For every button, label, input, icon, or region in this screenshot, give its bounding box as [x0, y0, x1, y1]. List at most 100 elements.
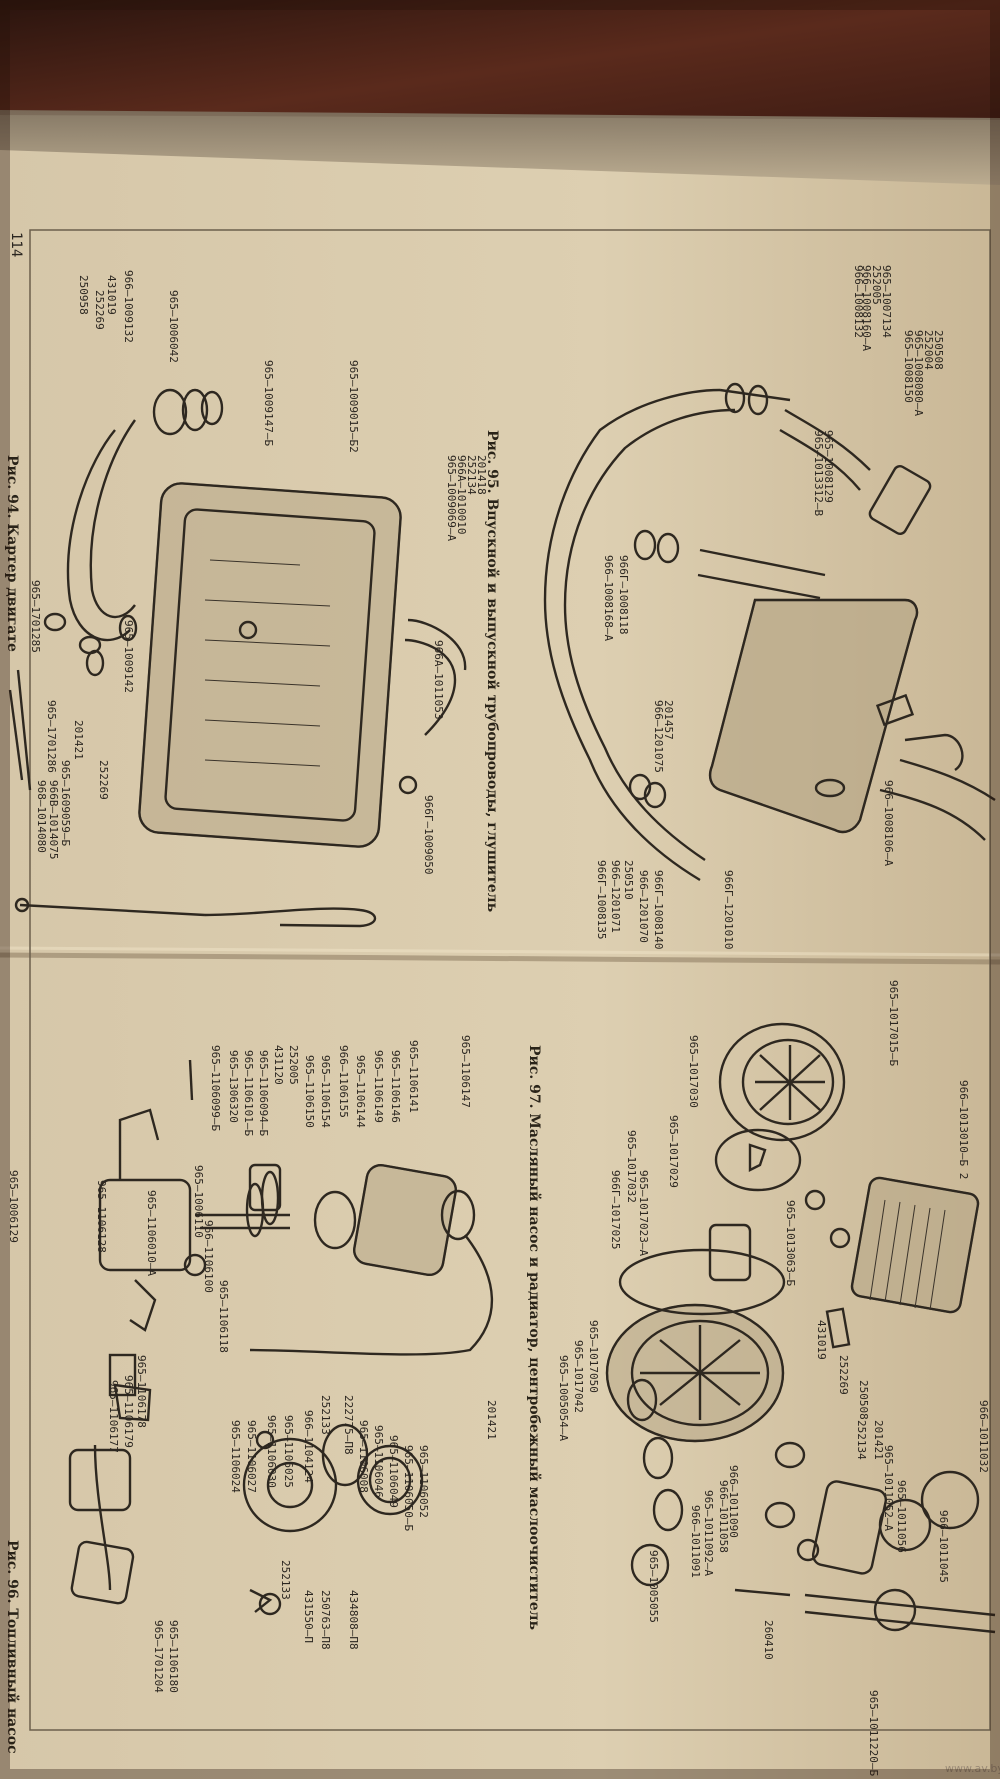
fig97-part-label: 252134 [855, 1420, 868, 1460]
fig96-part-label: 965—1106146 [389, 1050, 402, 1123]
fig95-part-label: 250508 [932, 330, 945, 370]
fig95-part-label: 201418 [475, 455, 488, 495]
fig96-part-label: 434808—П8 [347, 1590, 360, 1650]
fig96-label-group: 965—1106147 965—1106141 965—1106146 965—110… [7, 1035, 498, 1693]
fig94-part-label: 966—1009132 [122, 270, 135, 343]
fig97-part-label: 965—1011092—А [702, 1490, 715, 1576]
fig97-label-group: 966—1013010—Б 2 965—1017015—Б 965—1017030 9… [557, 980, 990, 1776]
fig94-caption: Рис. 94. Картер двигате [4, 455, 20, 652]
fig94-part-label: 431019 [105, 275, 118, 315]
fig94-part-label: 250958 [77, 275, 90, 315]
fig96-part-label: 965—1106024 [229, 1420, 242, 1493]
fig97-part-label: 965—1017029 [667, 1115, 680, 1188]
fig96-part-label: 965—1106144 [354, 1055, 367, 1128]
fig97-drawing [605, 1022, 996, 1634]
fig96-part-label: 252133 [279, 1560, 292, 1600]
fig97-part-label: 965—1011220—Б [867, 1690, 880, 1776]
fig96-part-label: 965—1106141 [407, 1040, 420, 1113]
fig97-part-label: 965—1005055 [647, 1550, 660, 1623]
fig97-part-label: 965—1005054—А [557, 1355, 570, 1441]
fig97-part-label: 965—1013063—Б [784, 1200, 797, 1286]
fig95-part-label: 966—1201071 [609, 860, 622, 933]
fig95-part-label: 252005 [870, 265, 883, 305]
fig97-part-label: 965—1017042 [572, 1340, 585, 1413]
book-page [0, 110, 1000, 1779]
page-number: 114 [8, 232, 24, 257]
fig96-part-label: 965—1106147 [459, 1035, 472, 1108]
fig97-part-label: 260410 [762, 1620, 775, 1660]
fig96-part-label: 965—1701204 [152, 1620, 165, 1693]
fig94-part-label: 252269 [97, 760, 110, 800]
fig96-part-label: 965—1106178 [135, 1355, 148, 1428]
fig96-part-label: 965—1106046 [372, 1425, 385, 1498]
fig96-part-label: 965—1106050—Б [402, 1445, 415, 1531]
fig96-part-label: 966—1106155 [337, 1045, 350, 1118]
fig96-part-label: 201421 [485, 1400, 498, 1440]
fig95-part-label: 966А—1010010 [455, 455, 468, 534]
fig97-part-label: 965—1017030 [687, 1035, 700, 1108]
fig95-part-label: 966—1008168—А [602, 555, 615, 641]
fig97-part-label: 201421 [872, 1420, 885, 1460]
fig95-part-label: 966Г—1008140 [652, 870, 665, 949]
fig95-drawing [543, 382, 996, 882]
fig97-part-label: 965—1017023—А [637, 1170, 650, 1256]
watermark: www.av.by [945, 1762, 1000, 1775]
fig95-part-label: 965—1008150 [902, 330, 915, 403]
fig96-part-label: 965—1106150 [303, 1055, 316, 1128]
fig96-part-label: 965—1106027 [245, 1420, 258, 1493]
fig96-part-label: 965—1106030 [265, 1415, 278, 1488]
fig97-part-label: 965—1011052—А [882, 1445, 895, 1531]
fig94-part-label: 965—1009015—Б2 [347, 360, 360, 453]
fig96-part-label: 965—1306320 [227, 1050, 240, 1123]
fig96-part-label: 250763—П8 [319, 1590, 332, 1650]
fig96-part-label: 431120 [272, 1045, 285, 1085]
fig95-part-label: 250510 [622, 860, 635, 900]
fig97-part-label: 966—1011032 [977, 1400, 990, 1473]
fig95-caption: Рис. 95. Впускной и выпускной трубопрово… [484, 430, 501, 912]
fig97-part-label: 252269 [837, 1355, 850, 1395]
fig96-caption: Рис. 96. Топливный насос [4, 1540, 21, 1754]
fig95-part-label: 966Г—1008118 [617, 555, 630, 634]
fig96-part-label: 965—1106118 [217, 1280, 230, 1353]
fig95-part-label: 966—1008132 [852, 265, 865, 338]
fig96-part-label: 965—1006129 [7, 1170, 20, 1243]
fig94-part-label: 252269 [93, 290, 106, 330]
fig96-part-label: 252133 [319, 1395, 332, 1435]
fig96-part-label: 965—1106052 [417, 1445, 430, 1518]
fig96-part-label: 965—1106049 [387, 1435, 400, 1508]
fig96-part-label: 965—1106149 [372, 1050, 385, 1123]
fig97-caption: Рис. 97. Масляный насос и радиатор, цент… [526, 1045, 543, 1630]
fig95-part-label: 965—1013312—В [812, 430, 825, 516]
fig95-part-label: 965—1008129 [822, 430, 835, 503]
fig94-part-label: 965—1701286 [45, 700, 58, 773]
fig95-part-label: 966—1008160—А [860, 265, 873, 351]
fig96-part-label: 965—1006110 [192, 1165, 205, 1238]
fig97-part-label: 966—1011091 [689, 1505, 702, 1578]
fig96-part-label: 965—1106154 [319, 1055, 332, 1128]
fig96-part-label: 965—1106177 [107, 1380, 120, 1453]
fig96-part-label: 966—1106100 [202, 1220, 215, 1293]
fig96-part-label: 222775—П8 [342, 1395, 355, 1455]
fig95-part-label: 965—1007134 [880, 265, 893, 338]
fig94-part-label: 965—1701285 [29, 580, 42, 653]
fig95-part-label: 252134 [465, 455, 478, 495]
fig97-part-label: 965—1011056 [895, 1480, 908, 1553]
fig96-part-label: 252005 [287, 1045, 300, 1085]
fig97-part-label: 965—1017050 [587, 1320, 600, 1393]
fig96-part-label: 431550—П [302, 1590, 315, 1643]
fig97-part-label: 250508 [857, 1380, 870, 1420]
fig96-drawing [68, 1059, 494, 1616]
fig97-part-label: 965—1017015—Б [887, 980, 900, 1066]
fig94-part-label: 966А—1011053 [432, 640, 445, 719]
fig94-part-label: 968—1014080 [35, 780, 48, 853]
fig96-part-label: 966—1104124 [302, 1410, 315, 1483]
fig94-part-label: 965—1009147—Б [262, 360, 275, 446]
fig96-part-label: 965—1106008 [357, 1420, 370, 1493]
fig94-part-label: 965—1006042 [167, 290, 180, 363]
fig97-part-label: 966—1013010—Б 2 [957, 1080, 970, 1179]
fig95-part-label: 966—1201075 [652, 700, 665, 773]
fig95-part-label: 965—1009069—А [445, 455, 458, 541]
fig96-part-label: 965—1106180 [167, 1620, 180, 1693]
